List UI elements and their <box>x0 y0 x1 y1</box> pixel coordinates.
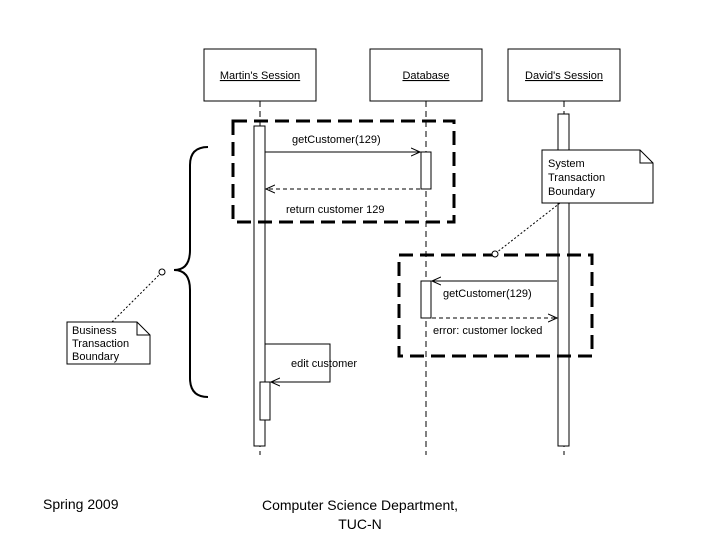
message-edit-customer-arrow <box>265 343 331 382</box>
message-error-locked-label: error: customer locked <box>433 325 542 337</box>
message-get-customer-2-label: getCustomer(129) <box>443 288 532 300</box>
participant-david-label: David's Session <box>525 70 603 82</box>
participant-database-label: Database <box>402 70 449 82</box>
message-edit-customer-label: edit customer <box>291 358 357 370</box>
note-system-transaction-boundary: System Transaction Boundary <box>541 149 654 204</box>
note-business-line-2: Transaction <box>72 338 129 350</box>
participant-david: David's Session <box>507 48 621 102</box>
note-system-line-1: System <box>548 158 585 170</box>
note-system-line-2: Transaction <box>548 172 605 184</box>
participant-database: Database <box>369 48 483 102</box>
message-get-customer-1-label: getCustomer(129) <box>292 134 381 146</box>
footer-department-line-1: Computer Science Department, <box>261 497 459 513</box>
activation-martin-self <box>259 381 271 421</box>
activation-david <box>557 113 570 447</box>
note-system-line-3: Boundary <box>548 186 596 198</box>
activation-database-1 <box>420 151 432 190</box>
note-business-line-1: Business <box>72 325 117 337</box>
participant-martin-label: Martin's Session <box>220 70 300 82</box>
note-business-transaction-boundary: Business Transaction Boundary <box>66 321 151 365</box>
activation-database-2 <box>420 280 432 319</box>
note-system-anchor <box>491 250 499 258</box>
system-transaction-boundary-1 <box>231 119 456 224</box>
note-business-connector <box>111 273 161 323</box>
note-system-connector <box>495 202 561 254</box>
footer-department: Computer Science Department, TUC-N <box>240 496 480 534</box>
footer-date: Spring 2009 <box>43 496 119 512</box>
note-business-anchor <box>158 268 166 276</box>
business-transaction-brace <box>173 146 209 398</box>
message-return-customer-label: return customer 129 <box>286 204 384 216</box>
participant-martin: Martin's Session <box>203 48 317 102</box>
activation-martin <box>253 125 266 447</box>
note-business-line-3: Boundary <box>72 351 120 363</box>
footer-department-line-2: TUC-N <box>338 516 382 532</box>
